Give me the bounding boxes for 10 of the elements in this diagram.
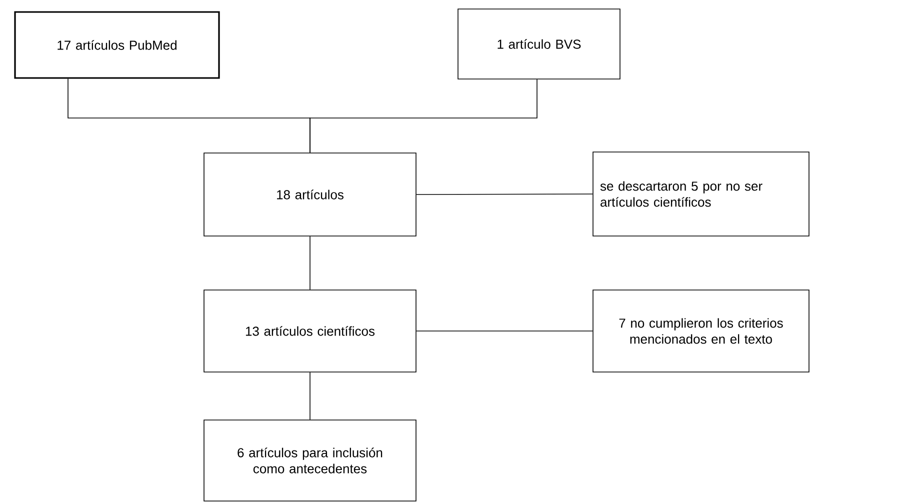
result-box: 6 artículos para inclusión como antecedentes xyxy=(204,420,416,502)
source-box: 1 artículo BVS xyxy=(458,8,620,80)
exclusion-box: se descartaron 5 por no ser artículos científicos xyxy=(592,152,810,236)
connector-line xyxy=(416,194,593,195)
connector-line xyxy=(416,330,593,332)
process-box: 13 artículos científicos xyxy=(204,290,416,372)
source-box: 17 artículos PubMed xyxy=(14,11,220,79)
exclusion-box: 7 no cumplieron los criterios mencionados en el texto xyxy=(592,290,810,372)
connector-line xyxy=(310,79,538,153)
process-box: 18 artículos xyxy=(204,152,416,236)
